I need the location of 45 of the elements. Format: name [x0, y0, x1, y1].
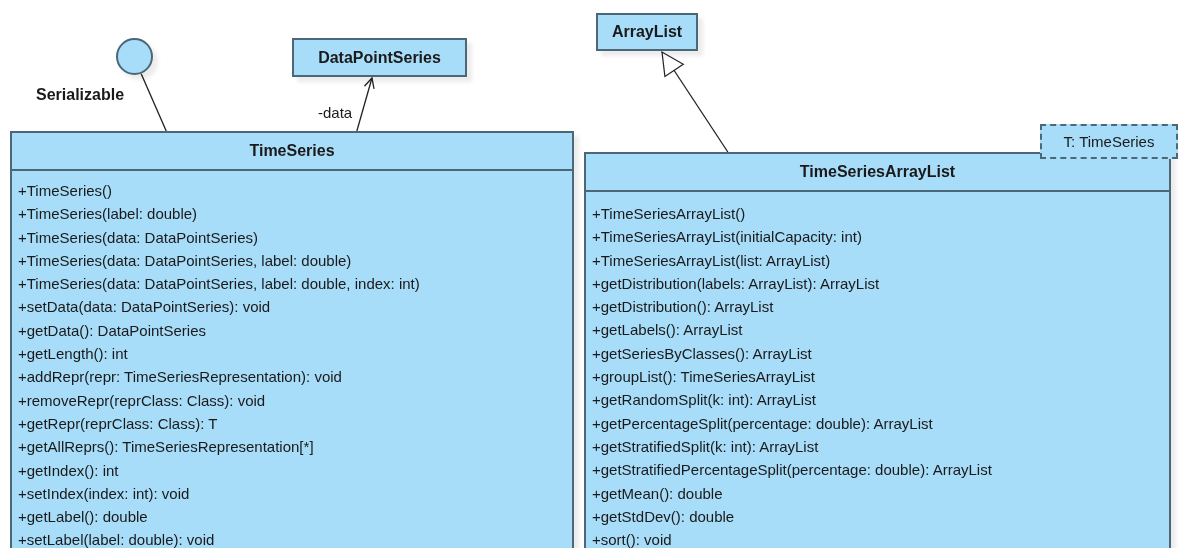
- method-text: +getStdDev(): double: [591, 506, 736, 527]
- method-text: +TimeSeries(label: double): [17, 204, 199, 225]
- template-parameter: T: TimeSeries: [1063, 133, 1155, 150]
- method-text: +getPercentageSplit(percentage: double): ArrayList: [591, 413, 934, 434]
- method-text: +TimeSeriesArrayList(list: ArrayList): [591, 250, 832, 271]
- method-text: +setIndex(index: int): void: [17, 483, 191, 504]
- method-text: +addRepr(repr: TimeSeriesRepresentation): void: [17, 367, 343, 388]
- interface-name: Serializable: [36, 86, 125, 104]
- method-text: +getData(): DataPointSeries: [17, 320, 207, 341]
- method-text: +getStratifiedPercentageSplit(percentage: double): ArrayList: [591, 460, 993, 481]
- method-text: +TimeSeries(data: DataPointSeries, label: double, index: int): [17, 274, 421, 295]
- method-text: +getLabel(): double: [17, 507, 149, 528]
- method-text: +getLength(): int: [17, 344, 129, 365]
- method-text: +getDistribution(labels: ArrayList): ArrayList: [591, 273, 881, 294]
- class-box: [584, 152, 1171, 548]
- method-text: +getAllReprs(): TimeSeriesRepresentation[*]: [17, 437, 315, 458]
- method-text: +sort(): void: [591, 530, 673, 548]
- class-name: DataPointSeries: [318, 48, 441, 67]
- class-box: [292, 38, 467, 77]
- method-text: +TimeSeriesArrayList(initialCapacity: int): [591, 227, 863, 248]
- method-text: +removeRepr(reprClass: Class): void: [17, 390, 267, 411]
- method-text: +getMean(): double: [591, 483, 724, 504]
- method-text: +getRandomSplit(k: int): ArrayList: [591, 390, 817, 411]
- edge-label: -data: [318, 104, 353, 121]
- method-text: +TimeSeries(data: DataPointSeries, label: double): [17, 250, 353, 271]
- method-text: +getDistribution(): ArrayList: [591, 297, 775, 318]
- method-text: +setData(data: DataPointSeries): void: [17, 297, 272, 318]
- method-text: +getSeriesByClasses(): ArrayList: [591, 343, 813, 364]
- interface-circle: [116, 38, 153, 75]
- method-text: +getStratifiedSplit(k: int): ArrayList: [591, 436, 820, 457]
- method-text: +setLabel(label: double): void: [17, 530, 216, 548]
- arrow: [661, 51, 729, 153]
- method-text: +groupList(): TimeSeriesArrayList: [591, 367, 816, 388]
- method-text: +TimeSeries(data: DataPointSeries): [17, 227, 259, 248]
- method-text: +getRepr(reprClass: Class): T: [17, 413, 219, 434]
- class-name: ArrayList: [611, 23, 683, 41]
- class-name: TimeSeries: [12, 133, 572, 171]
- method-text: +TimeSeries(): [17, 181, 114, 201]
- class-box: [10, 131, 574, 548]
- method-text: +getIndex(): int: [17, 460, 120, 481]
- method-text: +TimeSeriesArrayList(): [591, 204, 747, 224]
- template-parameter-box: [1040, 124, 1178, 159]
- class-box: [596, 13, 698, 51]
- arrow: [356, 77, 375, 132]
- method-text: +getLabels(): ArrayList: [591, 320, 744, 341]
